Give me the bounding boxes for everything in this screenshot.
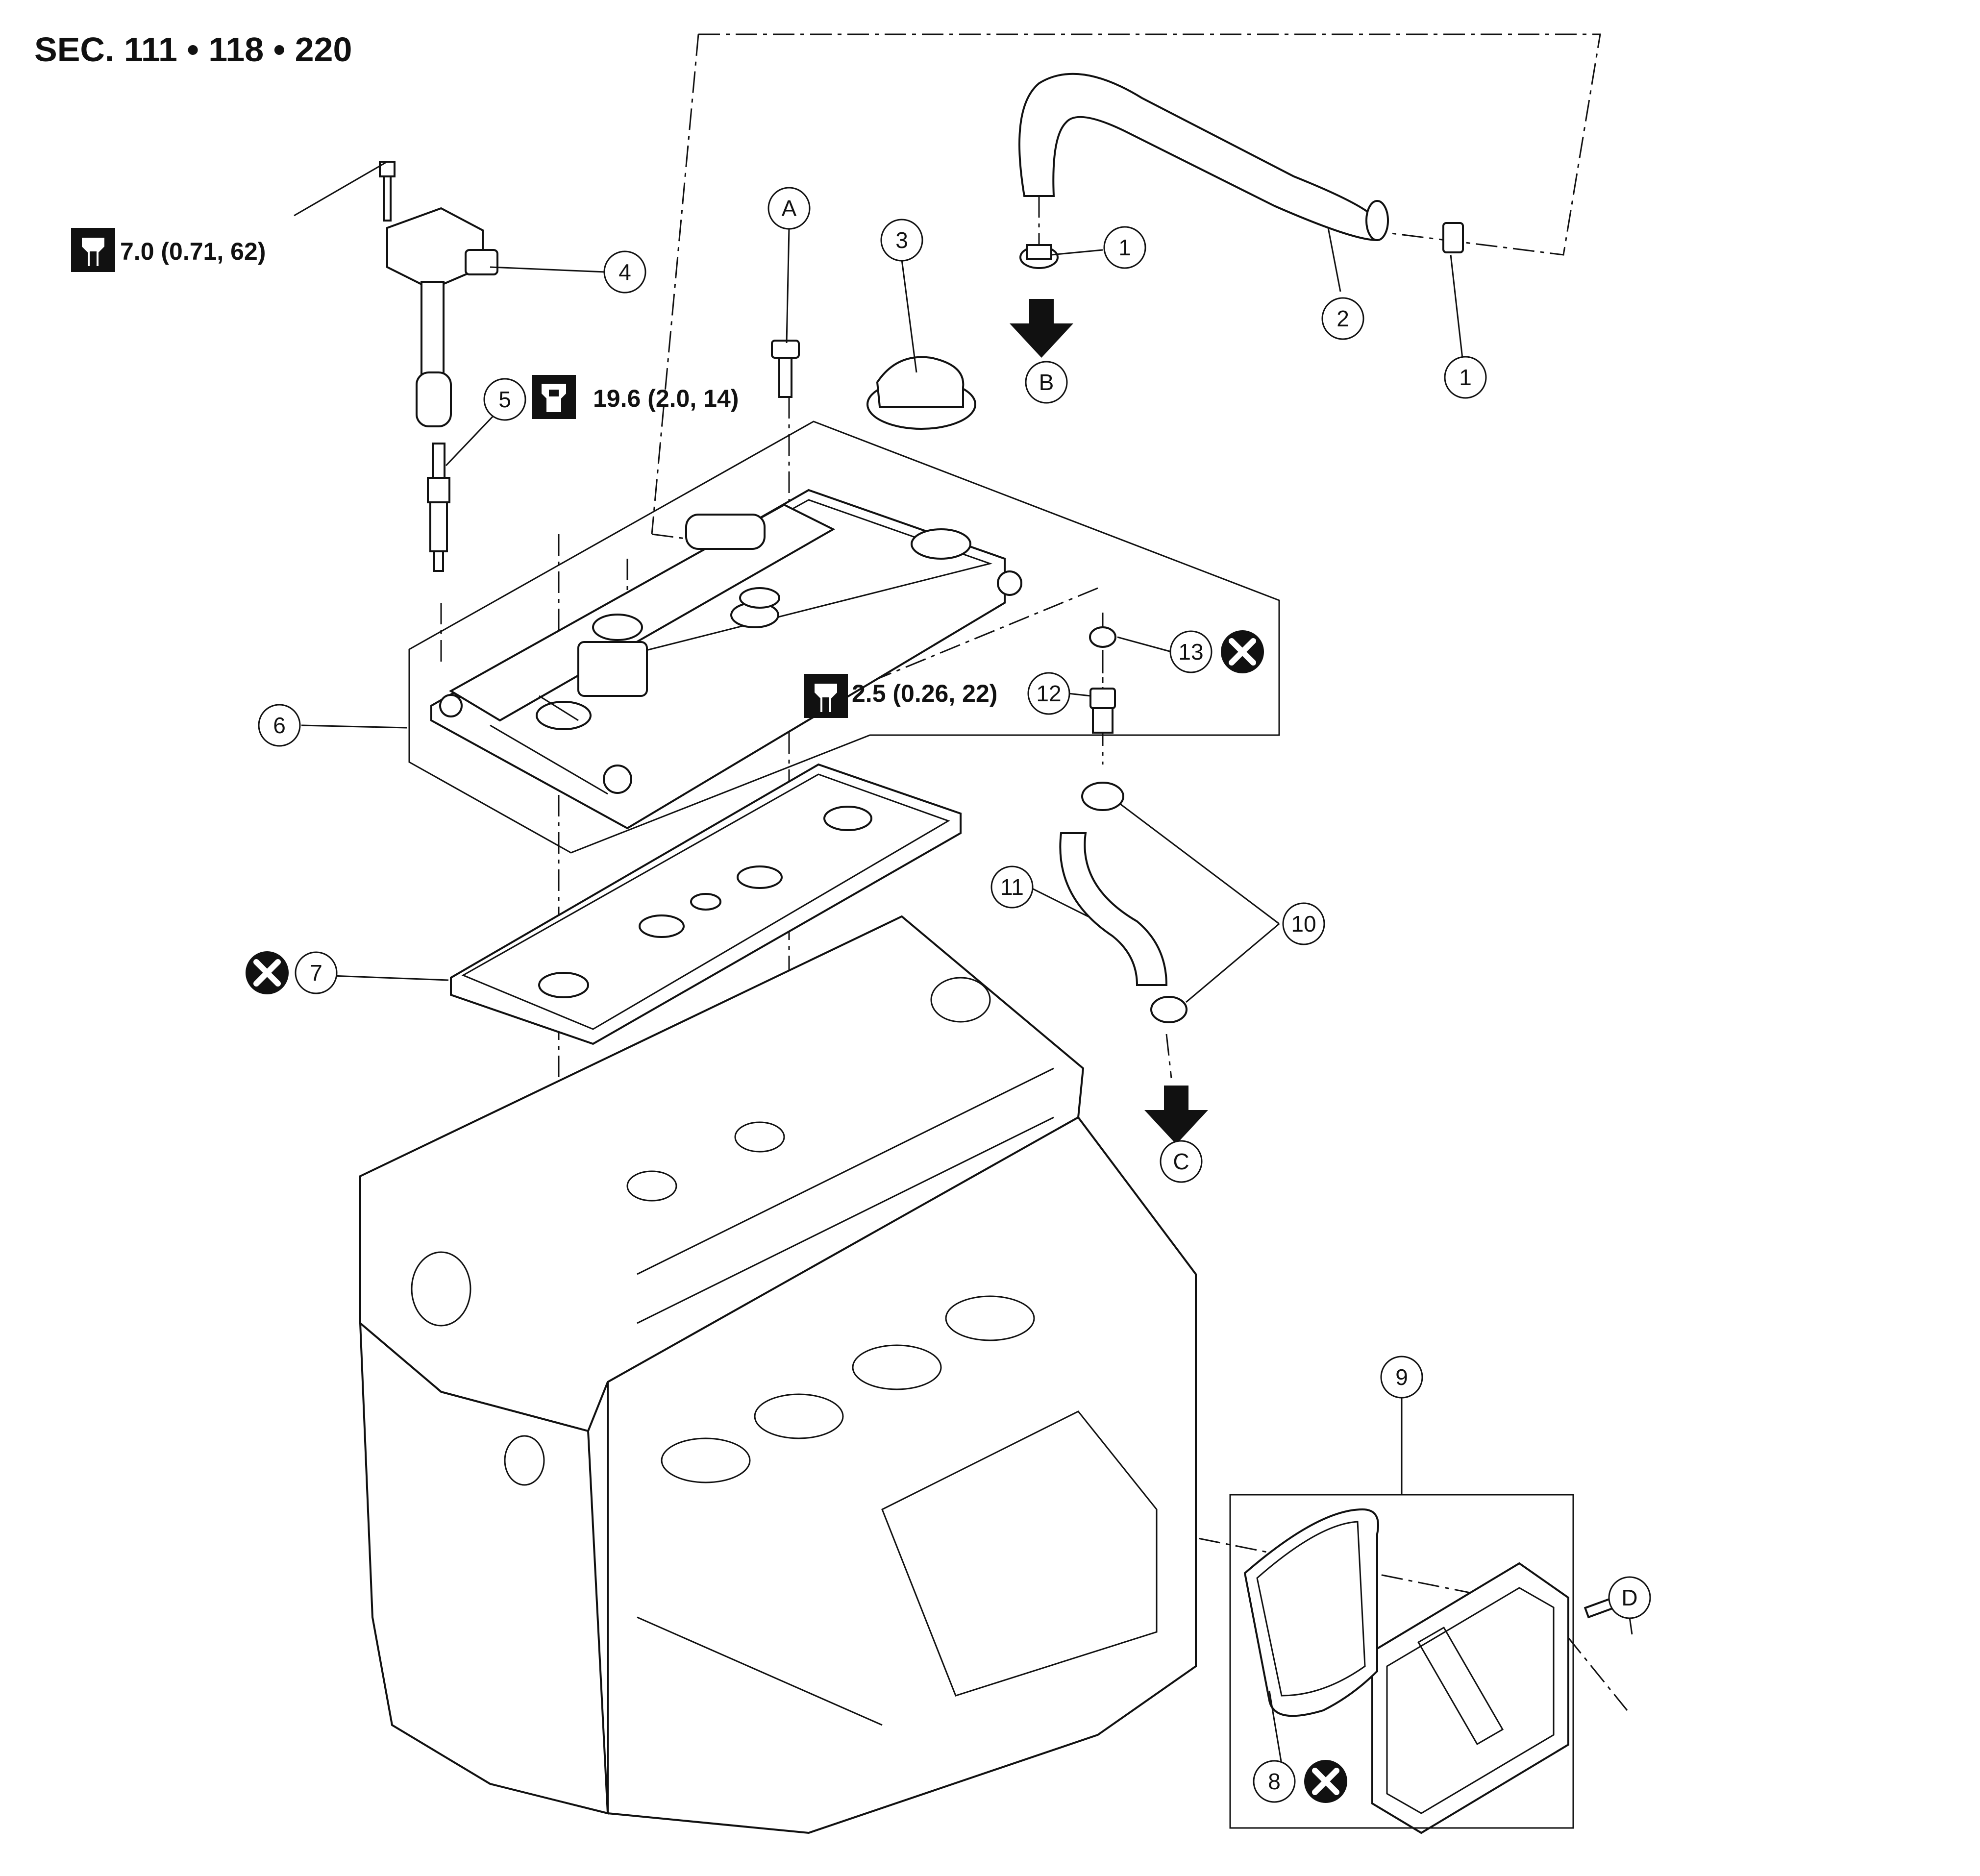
cylinder-head-and-block — [359, 915, 1197, 1834]
callout-5-label: 5 — [498, 387, 511, 412]
oil-separator-gasket — [1243, 1508, 1379, 1717]
callout-1a-label: 1 — [1118, 235, 1131, 260]
callout-c: C — [1160, 1140, 1203, 1183]
spark-plug — [427, 443, 450, 572]
callout-10: 10 — [1282, 902, 1325, 945]
blow-by-hose — [1018, 73, 1389, 242]
callout-13: 13 — [1169, 630, 1213, 673]
callout-1b-label: 1 — [1459, 365, 1472, 390]
torque-spec-spark-plug: 19.6 (2.0, 14) — [532, 375, 739, 419]
ignition-coil — [386, 207, 498, 427]
rocker-cover — [430, 489, 1022, 830]
torque-spec-pcv-valve: 2.5 (0.26, 22) — [804, 674, 997, 718]
torque-value-pcv-valve: 2.5 (0.26, 22) — [852, 680, 997, 707]
callout-8: 8 — [1253, 1760, 1296, 1803]
bolt-a — [771, 340, 800, 398]
oil-separator — [1371, 1562, 1569, 1834]
o-ring — [1089, 626, 1116, 648]
torque-wrench-icon — [804, 674, 848, 718]
callout-1a: 1 — [1103, 226, 1146, 269]
spark-plug-socket-icon — [532, 375, 576, 419]
pcv-valve — [1089, 688, 1116, 734]
flow-arrow-c — [1144, 1086, 1208, 1144]
callout-a: A — [767, 187, 811, 230]
callout-4-label: 4 — [619, 259, 631, 285]
callout-6: 6 — [258, 704, 301, 747]
hose-clamp — [1019, 222, 1464, 269]
ignition-coil-bolt — [379, 161, 396, 222]
torque-value-ignition-coil-bolt: 7.0 (0.71, 62) — [120, 238, 266, 265]
torque-value-spark-plug: 19.6 (2.0, 14) — [593, 385, 739, 412]
callout-d: D — [1608, 1576, 1651, 1619]
callout-2-label: 2 — [1336, 306, 1349, 331]
callout-7: 7 — [295, 951, 338, 994]
callout-3: 3 — [880, 219, 923, 262]
oil-filler-cap — [866, 356, 976, 430]
callout-b: B — [1025, 361, 1068, 404]
callout-9-label: 9 — [1395, 1364, 1408, 1390]
callout-a-label: A — [782, 196, 797, 221]
torque-wrench-icon — [71, 228, 115, 272]
do-not-reuse-icon — [1304, 1760, 1347, 1803]
callout-13-label: 13 — [1178, 639, 1203, 665]
callout-11: 11 — [990, 865, 1034, 909]
callout-c-label: C — [1173, 1149, 1189, 1174]
callout-2: 2 — [1321, 297, 1364, 340]
do-not-reuse-icon — [246, 951, 289, 994]
rocker-cover-gasket — [450, 763, 962, 1045]
torque-spec-ignition-coil-bolt: 7.0 (0.71, 62) — [71, 228, 266, 272]
callout-8-label: 8 — [1268, 1769, 1281, 1794]
callout-7-label: 7 — [310, 960, 322, 986]
callout-6-label: 6 — [273, 713, 286, 738]
callout-5: 5 — [483, 378, 526, 421]
callout-b-label: B — [1039, 370, 1054, 395]
callout-12-label: 12 — [1036, 681, 1061, 706]
callout-4: 4 — [603, 250, 646, 294]
callout-1b: 1 — [1444, 356, 1487, 399]
section-title: SEC. 111 • 118 • 220 — [34, 30, 352, 69]
do-not-reuse-icon — [1221, 630, 1264, 673]
callout-3-label: 3 — [895, 227, 908, 253]
callout-10-label: 10 — [1291, 911, 1316, 937]
callout-12: 12 — [1027, 672, 1070, 715]
rocker-cover-outline-box — [408, 420, 1280, 854]
flow-arrow-b — [1010, 299, 1073, 358]
callout-d-label: D — [1621, 1585, 1637, 1610]
callout-9: 9 — [1380, 1356, 1423, 1399]
callout-11-label: 11 — [1000, 874, 1024, 900]
leader-lines — [294, 161, 1633, 1765]
pcv-hose — [1059, 782, 1188, 1023]
